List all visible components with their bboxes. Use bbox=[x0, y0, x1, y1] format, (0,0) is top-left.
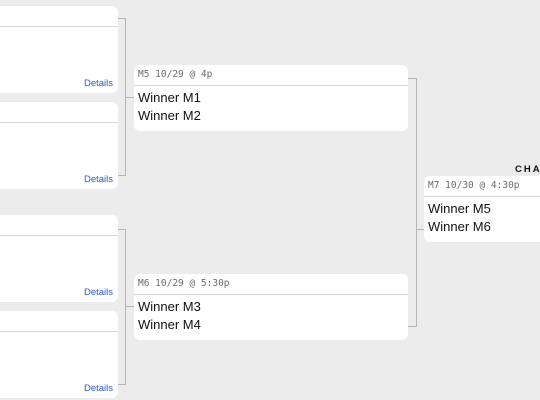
bracket-connector bbox=[125, 97, 135, 98]
team-slot: Winner M5 bbox=[428, 201, 491, 216]
bracket-connector bbox=[416, 229, 424, 230]
match-header bbox=[0, 311, 118, 332]
bracket-connector bbox=[118, 384, 126, 385]
match-header bbox=[0, 102, 118, 123]
details-link[interactable]: Details bbox=[83, 78, 113, 89]
match-card-m5: M5 10/29 @ 4p Winner M1 Winner M2 bbox=[134, 65, 408, 131]
match-card-m6: M6 10/29 @ 5:30p Winner M3 Winner M4 bbox=[134, 274, 408, 340]
match-header bbox=[0, 215, 118, 236]
team-slot: Winner M2 bbox=[138, 108, 201, 123]
match-header: M6 10/29 @ 5:30p bbox=[134, 274, 408, 295]
bracket-connector bbox=[118, 175, 126, 176]
details-link[interactable]: Details bbox=[83, 174, 113, 185]
match-header: M7 10/30 @ 4:30p bbox=[424, 176, 540, 197]
bracket-connector bbox=[118, 18, 126, 19]
bracket-connector bbox=[408, 326, 417, 327]
match-card-m2: Details bbox=[0, 102, 118, 189]
bracket-connector bbox=[125, 306, 135, 307]
team-slot: Winner M1 bbox=[138, 90, 201, 105]
match-card-m4: Details bbox=[0, 311, 118, 398]
match-card-m3: Details bbox=[0, 215, 118, 302]
match-card-m1: Details bbox=[0, 6, 118, 93]
match-header: M5 10/29 @ 4p bbox=[134, 65, 408, 86]
details-link[interactable]: Details bbox=[83, 287, 113, 298]
bracket-connector bbox=[118, 229, 126, 230]
championship-label: CHA bbox=[515, 164, 540, 175]
bracket-connector bbox=[408, 78, 417, 79]
bracket-connector bbox=[416, 78, 417, 327]
team-slot: Winner M3 bbox=[138, 299, 201, 314]
team-slot: Winner M6 bbox=[428, 219, 491, 234]
match-card-m7: M7 10/30 @ 4:30p Winner M5 Winner M6 bbox=[424, 176, 540, 242]
match-header bbox=[0, 6, 118, 27]
details-link[interactable]: Details bbox=[83, 383, 113, 394]
team-slot: Winner M4 bbox=[138, 317, 201, 332]
